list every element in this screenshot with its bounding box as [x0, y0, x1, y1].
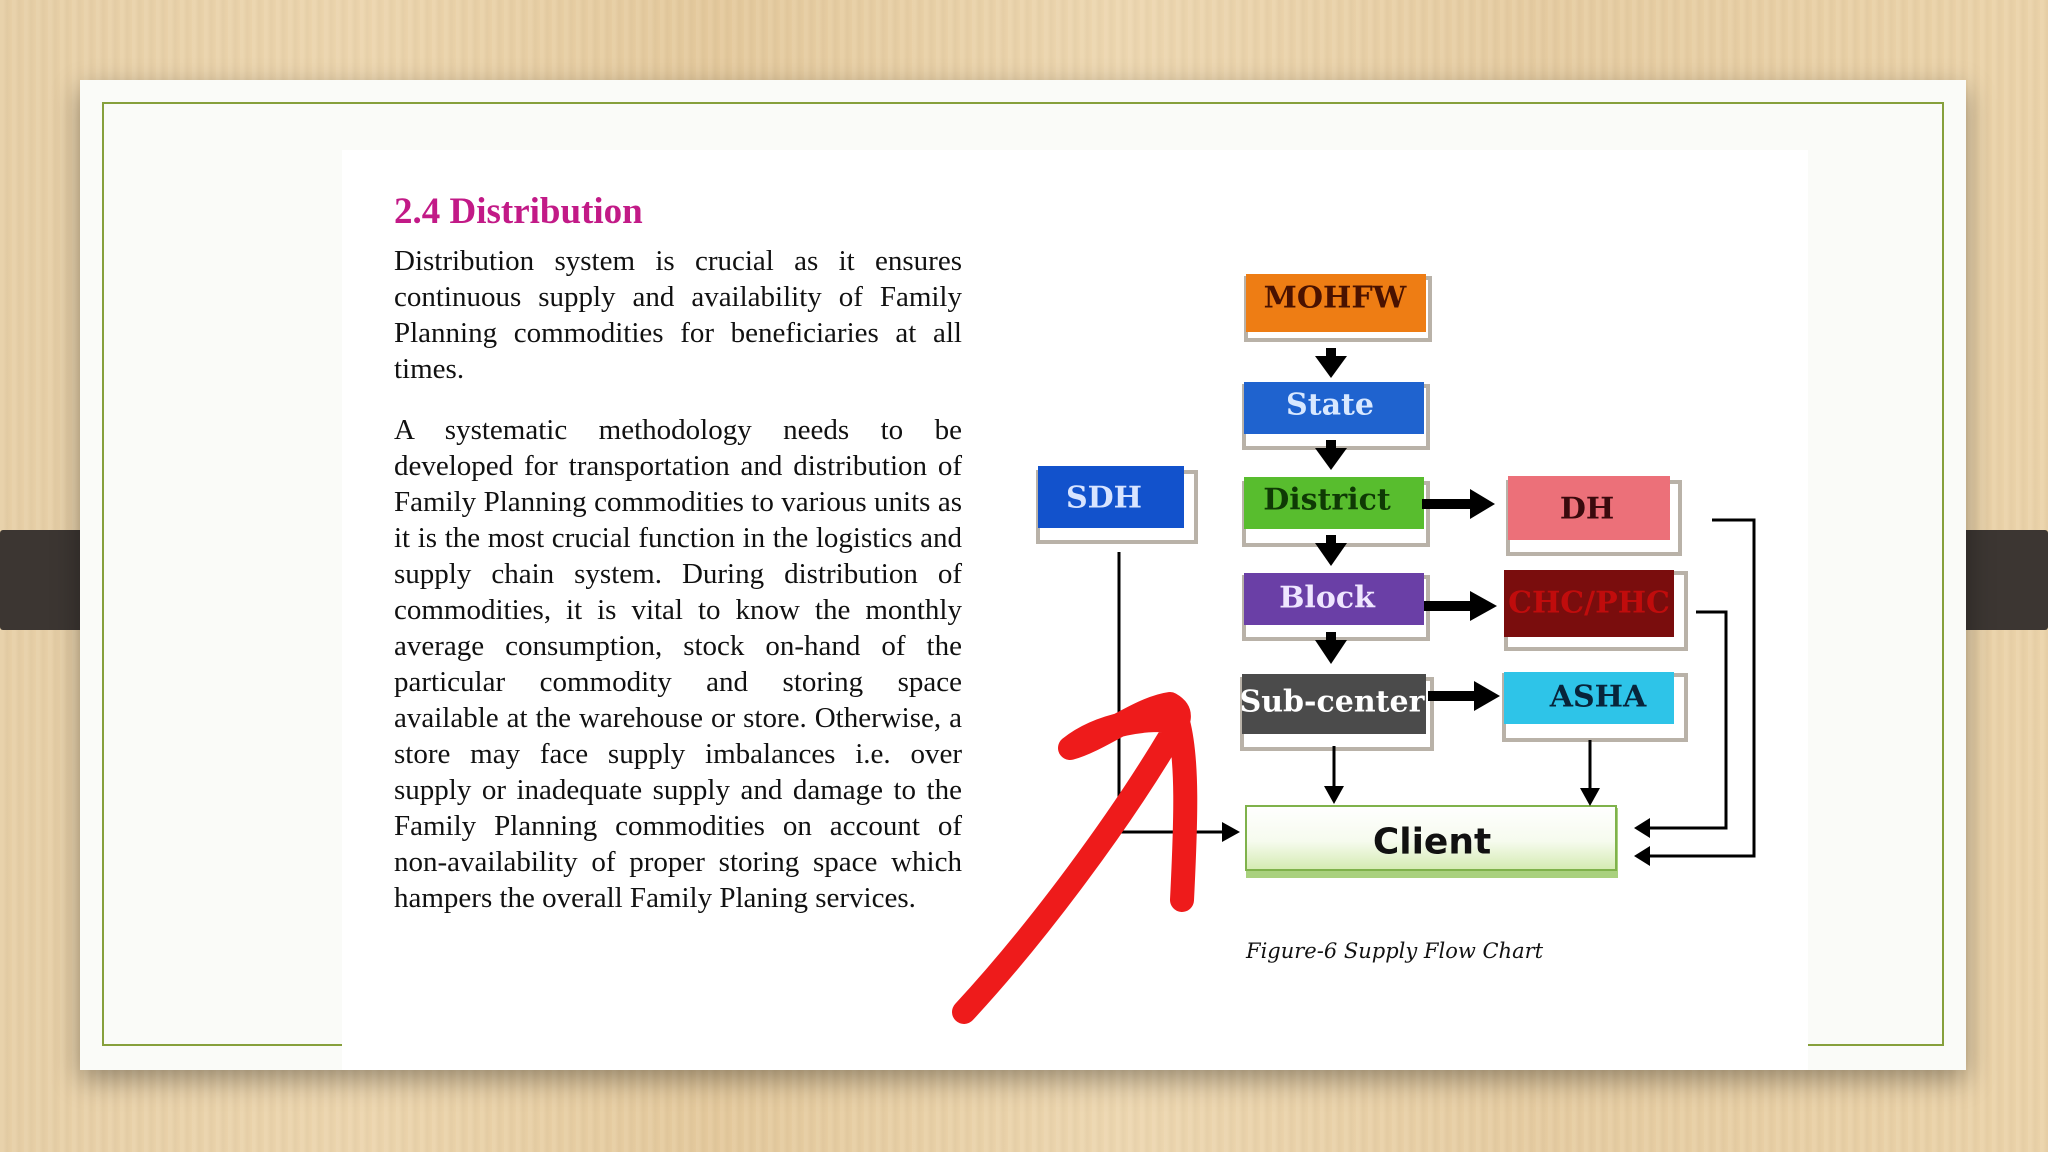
node-mohfw: MOHFW	[1246, 274, 1426, 332]
node-block: Block	[1244, 573, 1424, 625]
node-district-box	[1244, 477, 1424, 529]
line-dh-client	[1648, 518, 1756, 858]
arrow-state-district-head	[1315, 448, 1347, 470]
arrow-mohfw-state-stem	[1326, 348, 1336, 358]
node-sdh: SDH	[1038, 466, 1184, 528]
node-subcenter-box	[1242, 674, 1426, 734]
node-district-label: District	[1263, 483, 1391, 518]
arrow-district-block-stem	[1326, 535, 1336, 545]
arrow-district-block-head	[1315, 543, 1347, 566]
node-dh-box	[1508, 476, 1670, 540]
node-client-box	[1245, 805, 1617, 871]
down-arrows	[1315, 348, 1347, 664]
node-client: Client	[1245, 805, 1618, 878]
node-chc-phc-label: CHC/PHC	[1508, 586, 1670, 621]
arrow-block-chc-head	[1470, 591, 1497, 621]
node-mohfw-box	[1246, 274, 1426, 332]
paragraph-1: Distribution system is crucial as it ens…	[394, 245, 962, 385]
node-subcenter: Sub-center	[1240, 674, 1426, 734]
node-asha-box	[1504, 672, 1674, 724]
node-state-label: State	[1286, 388, 1374, 423]
node-dh-label: DH	[1560, 492, 1614, 527]
line-chc-client	[1648, 610, 1728, 830]
arrow-block-chc-stem	[1424, 601, 1474, 611]
arrow-mohfw-state-head	[1315, 356, 1347, 378]
node-chc-phc: CHC/PHC	[1504, 570, 1674, 637]
side-arrows	[1422, 489, 1500, 711]
figure-caption: Figure-6 Supply Flow Chart	[1245, 939, 1544, 963]
node-client-label: Client	[1373, 822, 1491, 863]
node-district: District	[1244, 477, 1424, 529]
arrow-block-subcenter-stem	[1326, 632, 1336, 642]
node-asha-label: ASHA	[1549, 680, 1647, 715]
node-sdh-box	[1038, 466, 1184, 528]
node-block-label: Block	[1279, 581, 1376, 616]
node-state-box	[1244, 382, 1424, 434]
node-chc-phc-box	[1504, 570, 1674, 637]
red-annotation-arrow	[952, 692, 1198, 1024]
node-asha: ASHA	[1504, 672, 1674, 724]
arrow-state-district-stem	[1326, 440, 1336, 450]
node-mohfw-label: MOHFW	[1264, 281, 1408, 316]
arrow-block-subcenter-head	[1315, 640, 1347, 664]
arrow-district-dh-stem	[1422, 499, 1474, 509]
node-subcenter-label: Sub-center	[1240, 685, 1426, 720]
node-dh: DH	[1508, 476, 1670, 540]
arrow-subcenter-asha-stem	[1428, 691, 1478, 701]
client-arrowheads	[1222, 786, 1650, 866]
paragraph-2: A systematic methodology needs to be dev…	[394, 414, 962, 914]
section-heading: 2.4 Distribution	[394, 191, 643, 232]
node-sdh-label: SDH	[1066, 481, 1142, 516]
node-state: State	[1244, 382, 1424, 434]
arrow-subcenter-asha-head	[1474, 681, 1500, 711]
arrow-district-dh-head	[1470, 489, 1495, 519]
node-block-box	[1244, 573, 1424, 625]
